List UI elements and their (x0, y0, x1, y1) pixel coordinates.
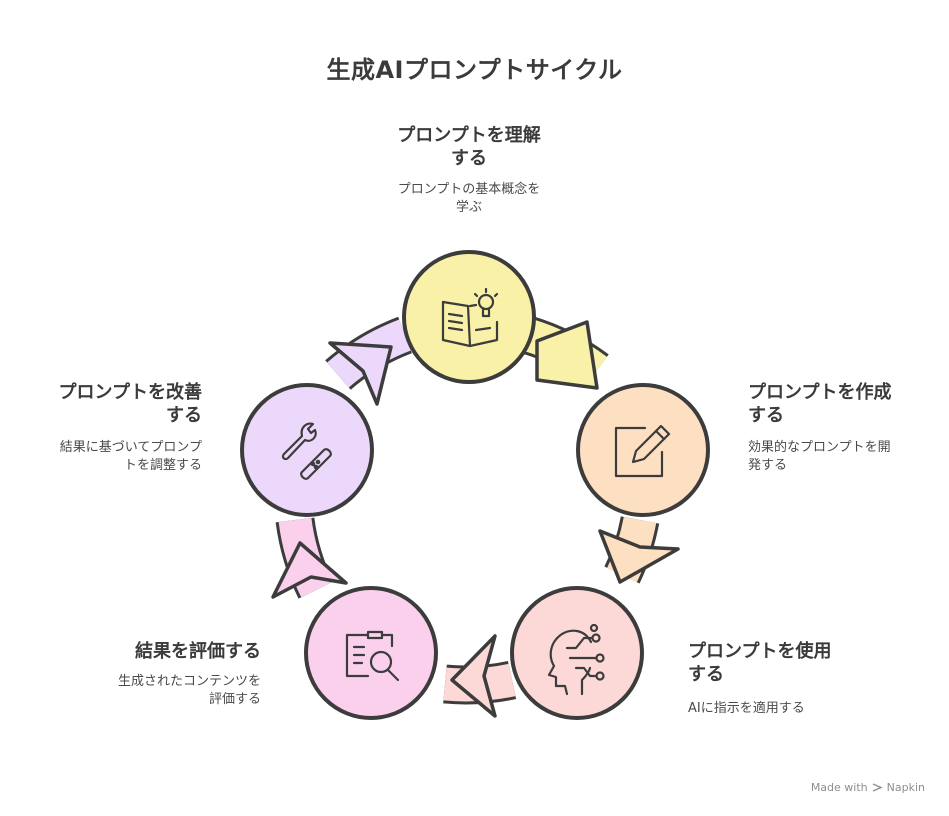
step-2-title: プロンプトを作成 する (748, 381, 938, 427)
step-5-description: 結果に基づいてプロンプ トを調整する (20, 439, 202, 475)
diagram-title: 生成AIプロンプトサイクル (326, 56, 623, 84)
step-1-title: プロンプトを理解 する (359, 124, 579, 170)
step-4-desc-line-2: 評価する (208, 692, 261, 707)
step-1-description: プロンプトの基本概念を 学ぶ (359, 181, 579, 217)
step-4-circle[interactable] (304, 586, 438, 720)
step-5-circle[interactable] (240, 383, 374, 517)
step-2-description: 効果的なプロンプトを開 発する (748, 439, 938, 475)
step-5-desc-line-1: 結果に基づいてプロンプ (59, 440, 202, 455)
step-5-desc-line-2: トを調整する (123, 458, 202, 473)
step-4-description: 生成されたコンテンツを 評価する (50, 673, 261, 709)
napkin-logo-icon (872, 783, 883, 792)
step-3-desc-line-1: AIに指示を適用する (688, 701, 805, 716)
step-5-title: プロンプトを改善 する (20, 381, 202, 427)
step-3-description: AIに指示を適用する (688, 700, 898, 718)
step-1-title-line-2: する (451, 148, 487, 169)
pencil-square-icon (614, 424, 671, 478)
napkin-watermark[interactable]: Made with Napkin (811, 781, 925, 794)
step-1-desc-line-1: プロンプトの基本概念を (397, 182, 541, 197)
open-book-lightbulb-icon (441, 287, 499, 348)
step-2-circle[interactable] (576, 383, 710, 517)
arrowhead-3-4 (450, 634, 497, 718)
arrowhead-5-1 (328, 341, 393, 406)
step-1-title-line-1: プロンプトを理解 (397, 125, 541, 146)
step-2-title-line-2: する (748, 405, 784, 426)
step-2-title-line-1: プロンプトを作成 (748, 382, 892, 403)
step-5-title-line-1: プロンプトを改善 (58, 382, 202, 403)
arrowhead-1-2 (535, 320, 599, 390)
step-3-title-line-1: プロンプトを使用 (688, 641, 832, 662)
watermark-prefix: Made with (810, 781, 868, 794)
step-4-title: 結果を評価する (50, 640, 261, 663)
step-3-title: プロンプトを使用 する (688, 640, 898, 686)
wrench-bandage-icon (281, 422, 332, 480)
ai-head-circuit-icon (547, 623, 605, 696)
step-5-title-line-2: する (166, 405, 202, 426)
step-3-title-line-2: する (688, 664, 724, 685)
step-3-circle[interactable] (510, 586, 644, 720)
step-4-desc-line-1: 生成されたコンテンツを (117, 674, 261, 689)
step-4-title-line-1: 結果を評価する (135, 641, 261, 662)
arrowhead-4-5 (271, 541, 348, 599)
step-2-desc-line-2: 発する (748, 458, 788, 473)
watermark-brand: Napkin (886, 781, 925, 794)
arrowhead-2-3 (598, 529, 680, 584)
clipboard-magnifier-icon (345, 630, 400, 682)
step-2-desc-line-1: 効果的なプロンプトを開 (748, 440, 891, 455)
step-1-desc-line-2: 学ぶ (455, 200, 482, 215)
